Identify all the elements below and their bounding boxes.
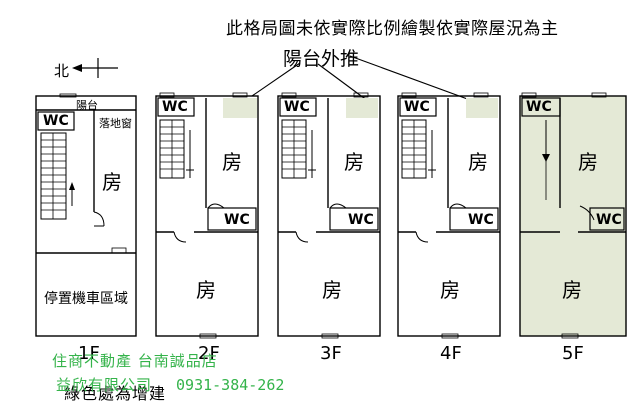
1f-wc-label: WC	[43, 113, 69, 129]
1f-room-label: 房	[102, 170, 122, 194]
phone-number: 0931-384-262	[176, 376, 285, 394]
2f-room-bottom-label: 房	[196, 278, 216, 302]
3f-floor-label: 3F	[320, 343, 342, 364]
2f-floor-label: 2F	[198, 343, 220, 364]
3f-room-top-label: 房	[344, 150, 364, 174]
4f-floor-label: 4F	[440, 343, 462, 364]
5f-room-bottom-label: 房	[562, 278, 582, 302]
4f-wc-top-label: WC	[404, 99, 430, 115]
5f-room-top-label: 房	[578, 150, 598, 174]
north-arrow-icon	[72, 58, 118, 78]
floor-plan-2f	[155, 92, 259, 339]
5f-wc-top-label: WC	[526, 99, 552, 115]
floor-plan-5f	[519, 92, 627, 339]
agency-name: 益欣有限公司	[56, 376, 153, 394]
disclaimer-note: 此格局圖未依實際比例繪製依實際屋況為主	[226, 19, 559, 39]
2f-room-top-label: 房	[222, 150, 242, 174]
4f-room-top-label: 房	[468, 150, 488, 174]
floor-plan-4f	[397, 92, 501, 339]
company-name: 住商不動產 台南誠品店	[52, 352, 218, 370]
3f-wc-mid-label: WC	[348, 212, 374, 228]
2f-wc-mid-label: WC	[224, 212, 250, 228]
4f-wc-mid-label: WC	[468, 212, 494, 228]
3f-room-bottom-label: 房	[322, 278, 342, 302]
1f-balcony-label: 陽台	[76, 99, 98, 112]
5f-wc-mid-label: WC	[596, 212, 622, 228]
3f-wc-top-label: WC	[284, 99, 310, 115]
north-label: 北	[54, 62, 70, 80]
1f-parking-label: 停置機車區域	[44, 291, 128, 307]
5f-floor-label: 5F	[562, 343, 584, 364]
1f-window-label: 落地窗	[99, 117, 132, 130]
4f-room-bottom-label: 房	[440, 278, 460, 302]
agency-line: 益欣有限公司 0931-384-262	[56, 374, 284, 395]
floor-plan-3f	[277, 92, 381, 339]
balcony-extension-callout: 陽台外推	[283, 48, 360, 70]
1f-floor-label: 1F	[78, 343, 100, 364]
extension-legend: 綠色處為增建	[64, 384, 167, 403]
2f-wc-top-label: WC	[162, 99, 188, 115]
floor-plan-1f	[35, 93, 137, 337]
